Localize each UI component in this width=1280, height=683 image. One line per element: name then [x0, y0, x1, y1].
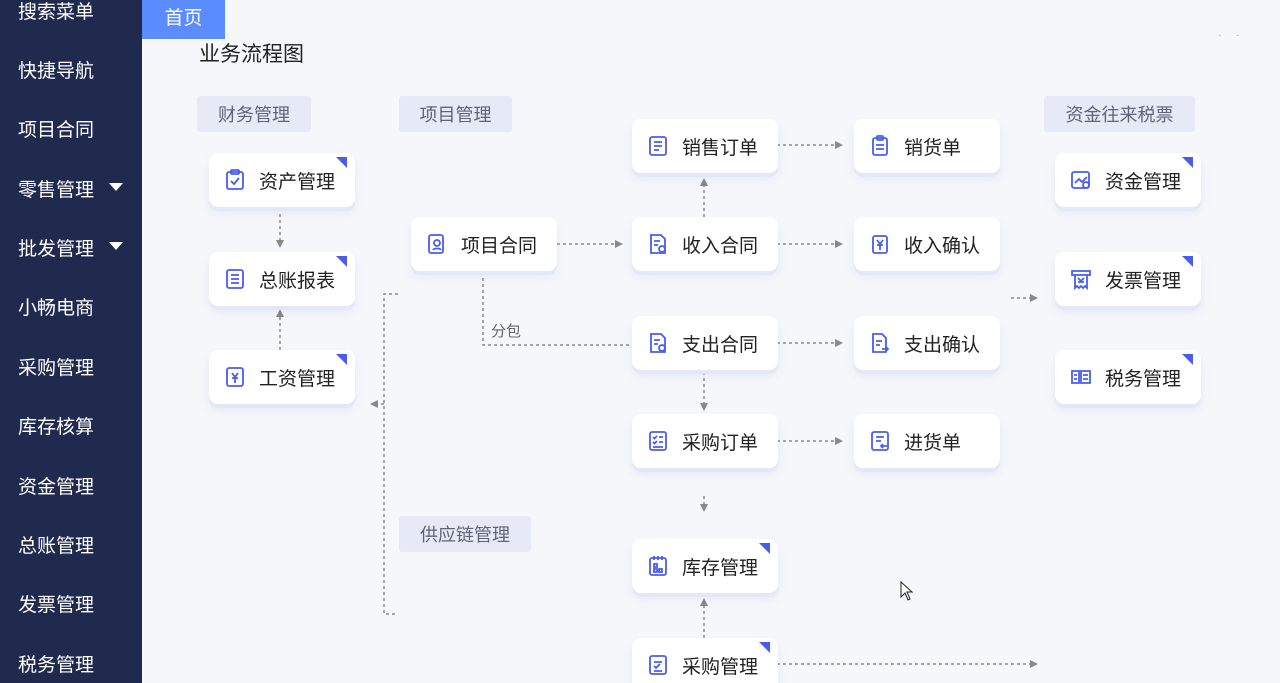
node-label: 收入确认	[904, 235, 981, 257]
node-income-confirm[interactable]: 收入确认	[854, 217, 1000, 271]
node-label: 项目合同	[461, 235, 538, 257]
income-doc-icon	[650, 234, 666, 254]
sidebar-item-project-contract[interactable]: 项目合同	[0, 108, 142, 148]
sidebar-item-label: 采购管理	[18, 357, 95, 379]
node-sales-order[interactable]: 销售订单	[632, 119, 778, 173]
node-label: 资产管理	[259, 171, 336, 193]
node-label: 收入合同	[682, 235, 759, 257]
fund-chart-icon	[1071, 171, 1090, 189]
sidebar-item-label: 批发管理	[18, 238, 95, 260]
doc-export-icon	[872, 333, 890, 353]
corner-mark-icon	[1182, 256, 1193, 267]
node-label: 发票管理	[1105, 270, 1182, 292]
doc-import-icon	[871, 431, 889, 451]
node-label: 销货单	[904, 137, 962, 159]
corner-mark-icon	[759, 642, 770, 653]
edge-label-subcontract: 分包	[491, 323, 522, 340]
corner-mark-icon	[336, 256, 347, 267]
node-purchase-order[interactable]: 采购订单	[632, 414, 778, 468]
caret-down-icon	[109, 183, 123, 191]
node-label: 税务管理	[1105, 368, 1182, 390]
sidebar-item-ecommerce[interactable]: 小畅电商	[0, 286, 142, 326]
node-income-contract[interactable]: 收入合同	[632, 217, 778, 271]
node-purchase-mgmt[interactable]: 采购管理	[632, 638, 778, 683]
node-delivery-note[interactable]: 销货单	[854, 119, 1000, 173]
sidebar-item-purchasing[interactable]: 采购管理	[0, 346, 142, 386]
sidebar-item-tax[interactable]: 税务管理	[0, 643, 142, 683]
section-finance: 财务管理	[197, 96, 311, 132]
node-label: 库存管理	[682, 557, 759, 579]
corner-mark-icon	[1182, 157, 1193, 168]
clipboard-check-icon	[226, 169, 244, 190]
node-tax-mgmt[interactable]: 税务管理	[1055, 350, 1201, 404]
node-expense-confirm[interactable]: 支出确认	[854, 316, 1000, 370]
sidebar-item-label: 资金管理	[18, 476, 95, 498]
corner-mark-icon	[336, 157, 347, 168]
sidebar-item-label: 总账管理	[18, 535, 95, 557]
node-ledger-report[interactable]: 总账报表	[209, 252, 355, 306]
node-payroll-mgmt[interactable]: 工资管理	[209, 350, 355, 404]
purchase-cart-icon	[649, 655, 667, 675]
sidebar-item-label: 零售管理	[18, 179, 95, 201]
mouse-cursor-icon	[900, 581, 914, 601]
section-funds-tax: 资金往来税票	[1044, 96, 1195, 132]
sidebar-item-label: 税务管理	[18, 654, 95, 676]
more-dots: · ·	[1218, 30, 1246, 41]
invoice-icon	[1071, 270, 1091, 291]
node-label: 工资管理	[259, 368, 336, 390]
sidebar-item-invoice[interactable]: 发票管理	[0, 583, 142, 623]
section-supply-chain: 供应链管理	[399, 516, 531, 552]
node-invoice-mgmt[interactable]: 发票管理	[1055, 252, 1201, 306]
sidebar-item-label: 项目合同	[18, 119, 95, 141]
tab-home[interactable]: 首页	[142, 0, 225, 39]
sidebar-item-wholesale[interactable]: 批发管理	[0, 227, 142, 267]
contract-person-icon	[428, 234, 444, 254]
node-label: 资金管理	[1105, 171, 1182, 193]
node-label: 进货单	[904, 432, 962, 454]
section-project: 项目管理	[399, 96, 512, 132]
sidebar-item-inventory-accounting[interactable]: 库存核算	[0, 405, 142, 445]
node-receipt-note[interactable]: 进货单	[854, 414, 1000, 468]
node-project-contract[interactable]: 项目合同	[411, 217, 557, 271]
node-label: 支出合同	[682, 334, 759, 356]
clipboard-list-icon	[872, 135, 888, 156]
sidebar-item-label: 快捷导航	[18, 60, 95, 82]
sidebar-item-label: 小畅电商	[18, 297, 95, 319]
node-inventory-mgmt[interactable]: 库存管理	[632, 539, 778, 593]
node-label: 采购订单	[682, 432, 759, 454]
sidebar-item-label: 库存核算	[18, 416, 95, 438]
node-label: 支出确认	[904, 334, 981, 356]
sidebar-item-retail[interactable]: 零售管理	[0, 168, 142, 208]
sidebar-item-ledger[interactable]: 总账管理	[0, 524, 142, 564]
tab-label: 首页	[164, 8, 203, 29]
node-fund-mgmt[interactable]: 资金管理	[1055, 153, 1201, 207]
checklist-icon	[649, 431, 667, 451]
node-expense-contract[interactable]: 支出合同	[632, 316, 778, 370]
sidebar-item-label: 搜索菜单	[18, 1, 95, 23]
ledger-list-icon	[226, 269, 244, 289]
sidebar: 搜索菜单 快捷导航 项目合同 零售管理 批发管理 小畅电商 采购管理 库存核算 …	[0, 0, 142, 683]
node-label: 销售订单	[682, 137, 759, 159]
node-label: 采购管理	[682, 656, 759, 678]
sidebar-item-search-menu[interactable]: 搜索菜单	[0, 0, 142, 30]
payroll-book-icon	[226, 367, 244, 387]
sidebar-item-quick-nav[interactable]: 快捷导航	[0, 49, 142, 89]
expense-doc-icon	[650, 333, 666, 353]
sidebar-item-label: 发票管理	[18, 594, 95, 616]
node-asset-mgmt[interactable]: 资产管理	[209, 153, 355, 207]
corner-mark-icon	[1182, 354, 1193, 365]
node-label: 总账报表	[259, 270, 336, 292]
caret-down-icon	[109, 242, 123, 250]
page-title: 业务流程图	[199, 43, 304, 66]
warehouse-icon	[649, 556, 667, 576]
tax-icon	[1071, 370, 1091, 384]
corner-mark-icon	[759, 543, 770, 554]
corner-mark-icon	[336, 354, 347, 365]
receipt-icon	[649, 136, 667, 156]
sidebar-item-funds[interactable]: 资金管理	[0, 465, 142, 505]
yuan-clipboard-icon	[872, 235, 888, 254]
